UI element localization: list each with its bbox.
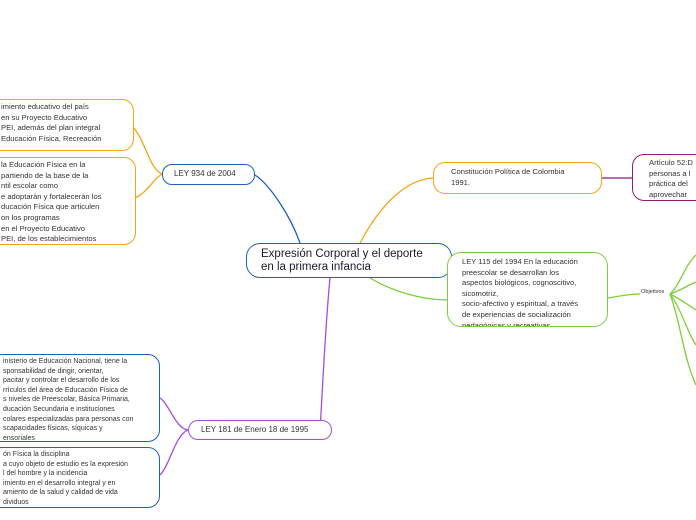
link-ley115-objetivos [607,293,641,299]
link-ley181-child2 [159,429,189,476]
ley181-node[interactable]: LEY 181 de Enero 18 de 1995 [188,420,332,440]
ley934-child-1[interactable]: imiento educativo del país en su Proyect… [0,99,134,151]
objetivos-label[interactable]: Objetivos [641,289,665,295]
ley115-node[interactable]: LEY 115 del 1994 En la educación preesco… [447,252,608,327]
link-ley181-child1 [159,397,189,431]
link-central-ley181 [319,277,331,431]
constitucion-child-articulo52[interactable]: Artículo 52:D personas a l práctica del … [632,154,696,201]
ley181-child-1[interactable]: inisterio de Educación Nacional, tiene l… [0,354,160,442]
link-objetivos-3 [669,293,696,311]
link-central-ley934 [254,174,301,244]
link-ley934-child1 [132,126,163,175]
ley934-node[interactable]: LEY 934 de 2004 [162,164,255,185]
central-topic[interactable]: Expresión Corporal y el deporte en la pr… [246,243,452,278]
link-objetivos-2 [669,281,696,295]
link-objetivos-4 [669,293,696,346]
link-central-constitucion [359,177,434,244]
ley181-child-2[interactable]: ón Física la disciplina a cuyo objeto de… [0,447,160,508]
link-ley934-child2 [134,173,163,199]
link-central-ley115 [369,277,448,301]
link-objetivos-1 [669,254,696,295]
link-objetivos-5 [669,293,696,386]
ley934-child-2[interactable]: la Educación Física en la partiendo de l… [0,157,136,245]
constitucion-node[interactable]: Constitución Política de Colombia 1991. [433,162,602,194]
